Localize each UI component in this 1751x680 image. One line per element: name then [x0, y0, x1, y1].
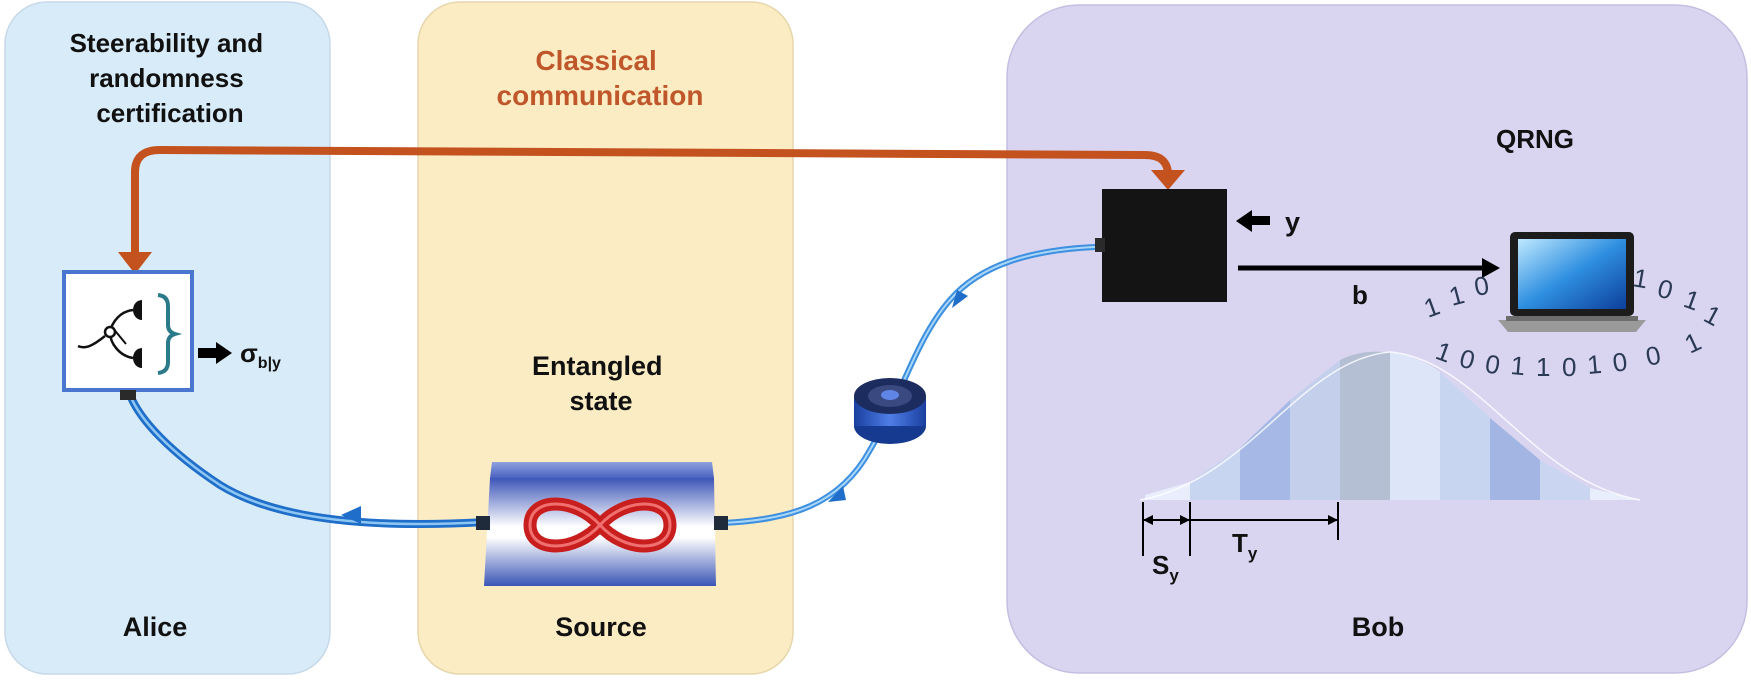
- bin-8: [1540, 460, 1590, 500]
- bob-output-label: b: [1352, 280, 1368, 310]
- bit: 1: [1536, 352, 1550, 382]
- bit: 1: [1586, 349, 1603, 380]
- source-footer: Source: [555, 612, 647, 642]
- fiber-arrow-bob-1: [828, 486, 846, 502]
- entangled-state-line-1: Entangled: [532, 351, 663, 381]
- t-subscript: y: [1248, 544, 1258, 563]
- laptop-icon: [1498, 232, 1646, 332]
- measurement-device: [62, 270, 194, 400]
- classical-arrowhead-bob: [1151, 170, 1185, 190]
- bob-panel: [1006, 4, 1748, 674]
- entangled-state-line-2: state: [569, 386, 632, 416]
- bob-footer: Bob: [1352, 612, 1404, 642]
- bit: 1: [1509, 350, 1526, 381]
- bin-5: [1390, 352, 1440, 500]
- alice-output-arrow: [198, 342, 232, 364]
- bin-7: [1490, 418, 1540, 500]
- bin-4: [1340, 351, 1390, 500]
- svg-text:Entangled state: Entangled state: [532, 351, 670, 416]
- svg-text:1 0 0 1 1: 1 0 0 1 1 0 1 0 0 1: [1432, 326, 1706, 382]
- bit: 0: [1611, 346, 1630, 378]
- alice-title-line-2: randomness: [89, 63, 244, 93]
- svg-text:Sy: Sy: [1152, 550, 1179, 585]
- bin-2: [1240, 400, 1290, 500]
- infinity-icon: [523, 497, 677, 553]
- alice-footer: Alice: [123, 612, 188, 642]
- bit: 0: [1643, 340, 1663, 372]
- t-symbol: T: [1232, 528, 1248, 558]
- svg-text:Classical communication: Classical communication: [497, 45, 704, 111]
- alice-title-line-1: Steerability and: [70, 28, 264, 58]
- source-title-line-2: communication: [497, 80, 704, 111]
- distribution-curve: [1139, 351, 1641, 501]
- bob-input-label: y: [1285, 207, 1300, 237]
- bob-measurement-box: [1095, 189, 1227, 302]
- s-subscript: y: [1169, 566, 1179, 585]
- svg-text:σb|y: σb|y: [240, 338, 281, 372]
- classical-arrowhead-alice: [118, 252, 152, 274]
- s-symbol: S: [1152, 550, 1169, 580]
- svg-text:Steerability and randomnes: Steerability and randomness certificatio…: [70, 28, 271, 128]
- fiber-arrow-bob-2: [952, 290, 968, 308]
- svg-text:Ty: Ty: [1232, 528, 1258, 563]
- fiber-spool-icon: [854, 378, 926, 444]
- bin-6: [1440, 372, 1490, 500]
- interval-markers: [1142, 502, 1339, 556]
- alice-output-subscript: b|y: [258, 355, 281, 372]
- gaussian-distribution: [1139, 351, 1641, 501]
- bob-output-arrow: [1238, 258, 1500, 278]
- entangled-source: [476, 462, 728, 586]
- classical-communication-arrow: [131, 146, 1172, 258]
- bit: 0: [1472, 270, 1491, 302]
- detector-icon: [77, 293, 183, 375]
- qrng-title: QRNG: [1496, 124, 1574, 154]
- source-title-line-1: Classical: [535, 45, 656, 76]
- alice-output-symbol: σ: [240, 338, 258, 368]
- bit: 0: [1562, 352, 1576, 382]
- bob-input-arrow: [1236, 210, 1270, 232]
- fiber-arrow-alice: [341, 506, 361, 524]
- alice-title-line-3: certification: [96, 98, 243, 128]
- bin-1: [1190, 448, 1240, 500]
